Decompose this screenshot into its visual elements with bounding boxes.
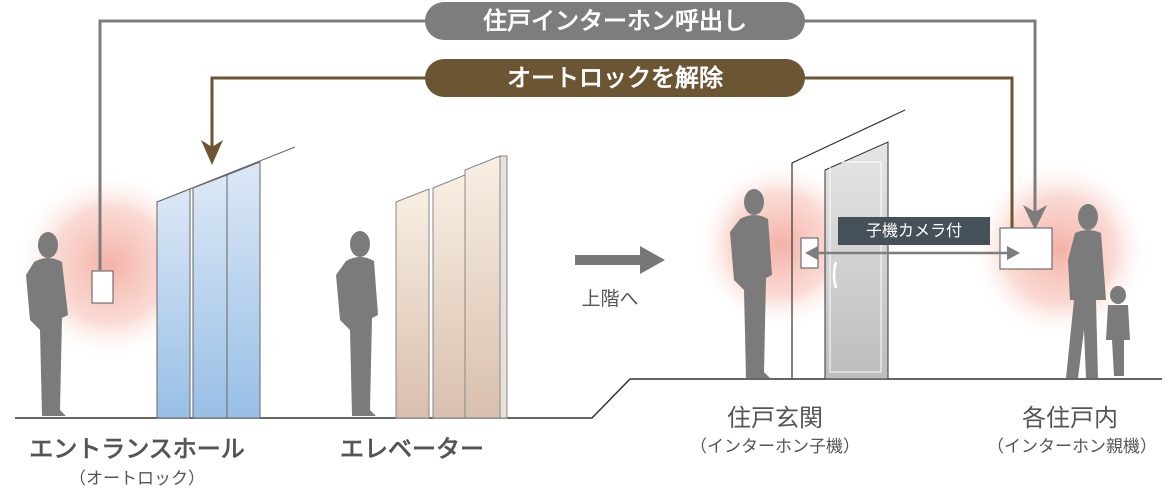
resident-silhouette-child — [1106, 286, 1130, 376]
entrance-hall-subtitle: （オートロック） — [69, 469, 205, 489]
entrance-intercom-panel — [91, 270, 114, 304]
upstairs-label: 上階へ — [581, 288, 639, 310]
unlock-line-right — [800, 76, 1014, 228]
door-title: 住戸玄関 — [727, 404, 823, 432]
unit-subtitle: （インターホン親機） — [987, 437, 1157, 457]
door-glow — [695, 160, 865, 330]
door-subtitle: （インターホン子機） — [690, 437, 860, 457]
call-arrowhead-icon — [1023, 205, 1047, 230]
call-line-right — [800, 19, 1037, 215]
elevator-doors — [395, 155, 508, 419]
call-line-left — [98, 19, 430, 270]
visitor-silhouette-entrance — [26, 232, 68, 416]
video-link-double-arrow-icon — [805, 246, 1020, 260]
auto-lock-glass-doors — [156, 161, 261, 419]
unlock-line-left — [210, 76, 430, 150]
intercom-call-label: 住戸インターホン呼出し — [425, 2, 805, 40]
visitor-silhouette-door — [730, 189, 772, 378]
entrance-hall-title: エントランスホール — [29, 434, 245, 463]
unit-title: 各住戸内 — [1022, 404, 1118, 432]
visitor-silhouette-elevator — [336, 231, 378, 416]
resident-silhouette-woman — [1066, 204, 1106, 378]
unlock-arrowhead-icon — [201, 140, 223, 165]
auto-lock-release-label: オートロックを解除 — [425, 59, 805, 97]
floor-line — [15, 378, 1162, 419]
camera-tag: 子機カメラ付 — [838, 217, 990, 245]
upstairs-arrow-icon — [575, 246, 665, 274]
residence-door — [791, 109, 906, 380]
elevator-title: エレベーター — [340, 434, 484, 463]
